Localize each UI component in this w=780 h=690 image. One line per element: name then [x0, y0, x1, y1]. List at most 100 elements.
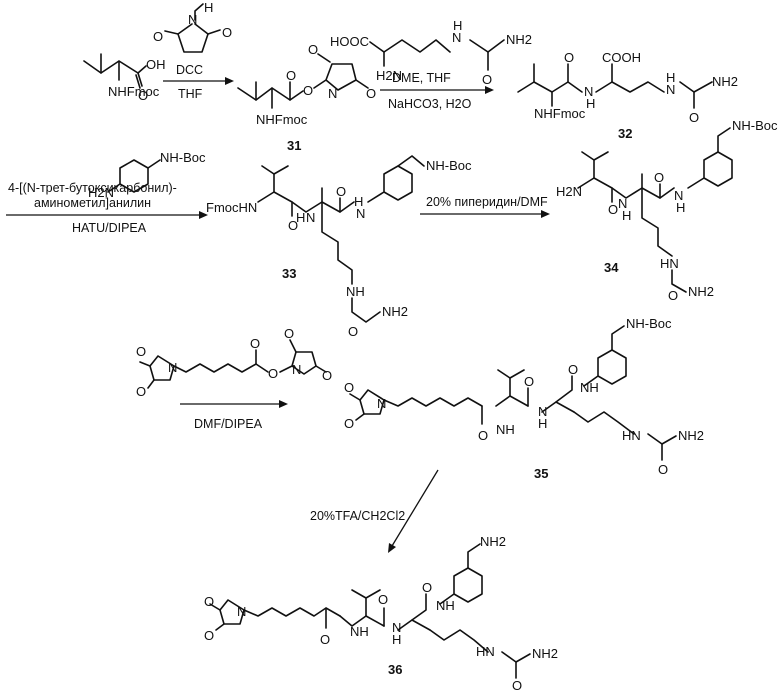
- compound-33: FmocHN O H N O H N NH-Boc NH O NH2 33: [206, 156, 472, 339]
- atom-NHFmoc: NHFmoc: [256, 112, 308, 127]
- compound-31: O O N O O NHFmoc 31: [238, 42, 376, 153]
- atom-O: O: [136, 344, 146, 359]
- atom-O: O: [136, 384, 146, 399]
- atom-N: N: [538, 404, 547, 419]
- atom-OH: OH: [146, 57, 166, 72]
- atom-O: O: [668, 288, 678, 303]
- atom-O: O: [478, 428, 488, 443]
- reagent-line1: 4-[(N-трет-бутоксикарбонил)-: [8, 181, 177, 195]
- atom-H: H: [586, 96, 595, 111]
- atom-COOH: COOH: [602, 50, 641, 65]
- atom-NH-Boc: NH-Boc: [160, 150, 206, 165]
- atom-O: O: [568, 362, 578, 377]
- compound-label-35: 35: [534, 466, 548, 481]
- atom-HOOC: HOOC: [330, 34, 369, 49]
- reagent-dcc: DCC: [176, 63, 203, 77]
- atom-O: O: [422, 580, 432, 595]
- atom-N: N: [328, 86, 337, 101]
- reagent-line2: аминометил]анилин: [34, 196, 151, 210]
- atom-NHFmoc: NHFmoc: [108, 84, 160, 99]
- atom-NH: NH: [436, 598, 455, 613]
- atom-NH2: NH2: [382, 304, 408, 319]
- atom-H: H: [676, 200, 685, 215]
- reagent-dmf-dipea: DMF/DIPEA: [194, 417, 263, 431]
- atom-NH-Boc: NH-Boc: [626, 316, 672, 331]
- n-hydroxysuccinimide: N H O O: [153, 0, 232, 52]
- atom-NH: NH: [350, 624, 369, 639]
- arrow-step6: 20%TFA/CH2Cl2: [310, 470, 438, 553]
- mc-nhs-reagent: O O N O O N O O: [136, 326, 332, 399]
- atom-O: O: [303, 83, 313, 98]
- compound-label-36: 36: [388, 662, 402, 677]
- atom-NH2: NH2: [688, 284, 714, 299]
- atom-O: O: [320, 632, 330, 647]
- reagent-tfa: 20%TFA/CH2Cl2: [310, 509, 405, 523]
- atom-O: O: [286, 68, 296, 83]
- atom-NH: NH: [346, 284, 365, 299]
- atom-O: O: [608, 202, 618, 217]
- atom-N: N: [356, 206, 365, 221]
- atom-O: O: [378, 592, 388, 607]
- atom-N: N: [292, 362, 301, 377]
- atom-N: N: [392, 620, 401, 635]
- atom-H: H: [296, 210, 305, 225]
- atom-NH2: NH2: [678, 428, 704, 443]
- atom-NH: NH: [580, 380, 599, 395]
- reagent-piperidine: 20% пиперидин/DMF: [426, 195, 548, 209]
- atom-HN: HN: [622, 428, 641, 443]
- atom-N: N: [237, 604, 246, 619]
- compound-label-33: 33: [282, 266, 296, 281]
- atom-O: O: [689, 110, 699, 125]
- atom-NH-Boc: NH-Boc: [426, 158, 472, 173]
- atom-N: N: [666, 82, 675, 97]
- atom-HN: HN: [476, 644, 495, 659]
- atom-H2N: H2N: [556, 184, 582, 199]
- atom-H: H: [453, 18, 462, 33]
- atom-O: O: [658, 462, 668, 477]
- atom-O: O: [204, 594, 214, 609]
- compound-35: O O N O NH O H N O NH NH-Boc HN O NH2 35: [344, 316, 704, 481]
- atom-O: O: [348, 324, 358, 339]
- compound-label-34: 34: [604, 260, 619, 275]
- compound-34: H2N O N H O N H NH-Boc HN O NH2 34: [556, 118, 778, 303]
- atom-O: O: [482, 72, 492, 87]
- atom-O: O: [322, 368, 332, 383]
- reagent-nahco3: NaHCO3, H2O: [388, 97, 472, 111]
- atom-N: N: [306, 210, 315, 225]
- atom-O: O: [204, 628, 214, 643]
- reagent-hatu: HATU/DIPEA: [72, 221, 147, 235]
- arrow-step3: 4-[(N-трет-бутоксикарбонил)- аминометил]…: [6, 181, 208, 235]
- atom-O: O: [268, 366, 278, 381]
- atom-O: O: [344, 380, 354, 395]
- compound-label-31: 31: [287, 138, 301, 153]
- reagent-thf: THF: [178, 87, 203, 101]
- atom-O: O: [654, 170, 664, 185]
- atom-O: O: [153, 29, 163, 44]
- atom-O: O: [524, 374, 534, 389]
- compound-32: O N H COOH H N O NH2 NHFmoc 32: [518, 50, 738, 141]
- atom-O: O: [284, 326, 294, 341]
- atom-O: O: [336, 184, 346, 199]
- atom-O: O: [344, 416, 354, 431]
- arrow-step4: 20% пиперидин/DMF: [420, 195, 550, 218]
- atom-HN: HN: [660, 256, 679, 271]
- atom-N: N: [168, 360, 177, 375]
- atom-H: H: [622, 208, 631, 223]
- atom-O: O: [222, 25, 232, 40]
- arrow-step1: DCC THF: [163, 63, 234, 101]
- atom-NH2: NH2: [506, 32, 532, 47]
- atom-N: N: [377, 396, 386, 411]
- atom-NH: NH: [496, 422, 515, 437]
- atom-O: O: [308, 42, 318, 57]
- atom-NH2: NH2: [532, 646, 558, 661]
- compound-label-32: 32: [618, 126, 632, 141]
- atom-NH2: NH2: [712, 74, 738, 89]
- atom-O: O: [512, 678, 522, 690]
- arrow-step2: DME, THF NaHCO3, H2O: [380, 71, 494, 111]
- reagent-dme-thf: DME, THF: [392, 71, 451, 85]
- atom-O: O: [250, 336, 260, 351]
- arrow-step5: DMF/DIPEA: [180, 400, 288, 431]
- atom-FmocHN: FmocHN: [206, 200, 257, 215]
- fmoc-valine: O OH NHFmoc: [84, 54, 166, 103]
